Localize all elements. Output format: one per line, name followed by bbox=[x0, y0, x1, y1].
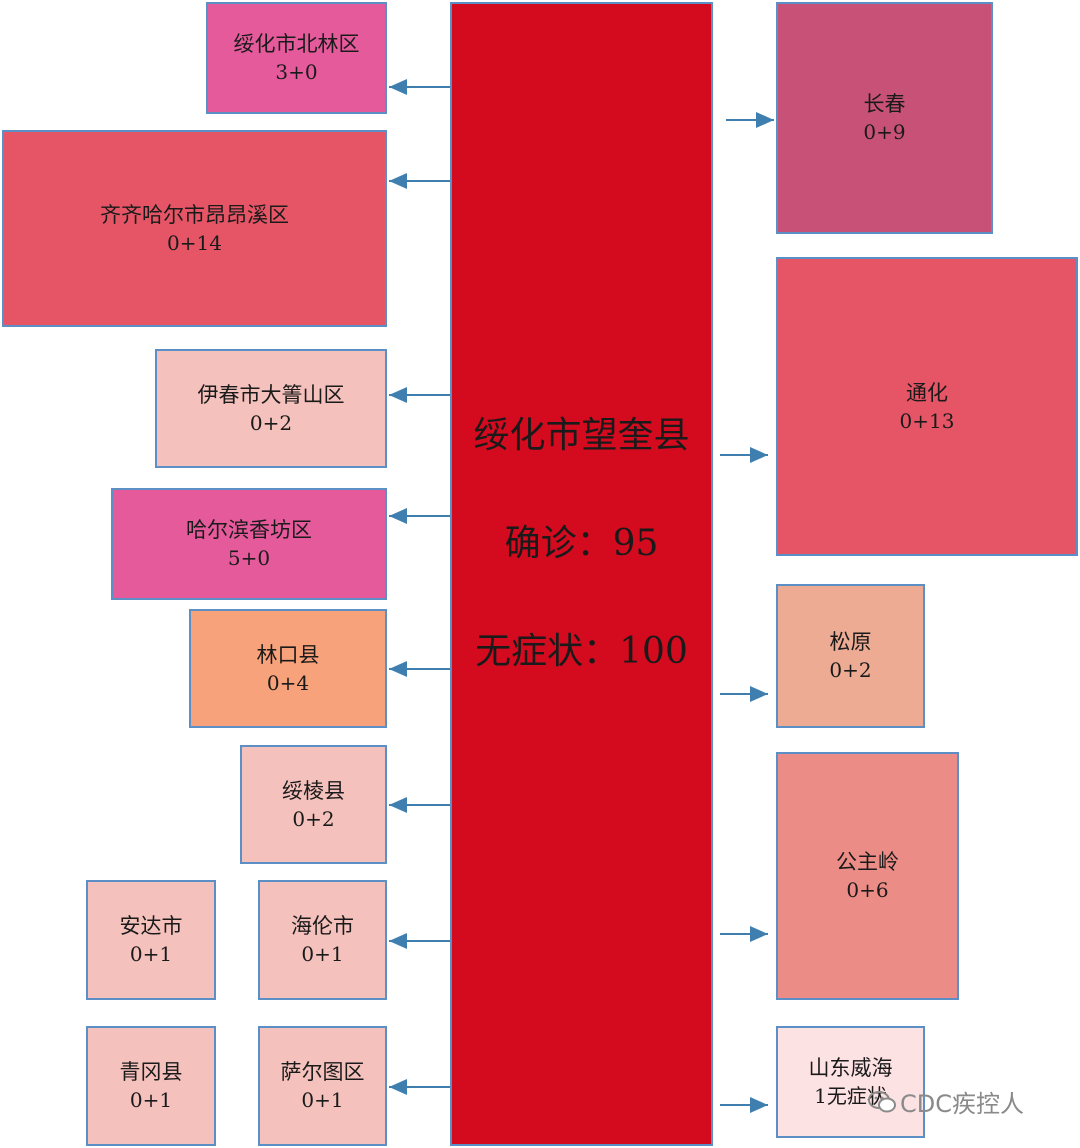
node-name: 海伦市 bbox=[291, 914, 354, 938]
node-name: 林口县 bbox=[256, 642, 320, 667]
wechat-icon bbox=[868, 1090, 896, 1114]
node-weihai: 山东威海 1无症状 bbox=[776, 1026, 925, 1138]
node-hailun: 海伦市 0+1 bbox=[258, 880, 387, 1000]
node-name: 通化 bbox=[906, 380, 948, 405]
node-count: 0+13 bbox=[899, 408, 955, 433]
node-count: 0+2 bbox=[829, 658, 872, 682]
center-asymptomatic: 无症状：100 bbox=[475, 631, 688, 672]
center-confirmed: 确诊：95 bbox=[504, 523, 659, 564]
node-name: 松原 bbox=[829, 630, 872, 654]
node-count: 0+14 bbox=[167, 230, 222, 255]
node-angangxi: 齐齐哈尔市昂昂溪区 0+14 bbox=[2, 130, 387, 327]
watermark: CDC疾控人 bbox=[868, 1084, 1024, 1119]
node-name: 伊春市大箐山区 bbox=[197, 382, 345, 407]
center-title: 绥化市望奎县 bbox=[473, 415, 690, 456]
node-count: 0+2 bbox=[249, 410, 293, 435]
node-beilin: 绥化市北林区 3+0 bbox=[206, 2, 387, 114]
node-count: 5+0 bbox=[227, 546, 271, 570]
node-linkou: 林口县 0+4 bbox=[189, 609, 387, 728]
node-count: 0+1 bbox=[301, 942, 344, 966]
node-name: 绥棱县 bbox=[282, 778, 345, 803]
node-count: 0+1 bbox=[301, 1088, 344, 1112]
node-qinggang: 青冈县 0+1 bbox=[86, 1026, 216, 1146]
node-count: 0+9 bbox=[863, 120, 906, 144]
node-name: 萨尔图区 bbox=[280, 1060, 365, 1084]
node-tonghua: 通化 0+13 bbox=[776, 257, 1078, 556]
node-count: 0+1 bbox=[129, 942, 173, 966]
node-name: 齐齐哈尔市昂昂溪区 bbox=[100, 202, 289, 227]
node-name: 山东威海 bbox=[808, 1056, 893, 1080]
node-count: 0+6 bbox=[846, 878, 889, 902]
node-dajingshan: 伊春市大箐山区 0+2 bbox=[155, 349, 387, 468]
node-anda: 安达市 0+1 bbox=[86, 880, 216, 1000]
node-gongzhuling: 公主岭 0+6 bbox=[776, 752, 959, 1000]
node-name: 长春 bbox=[863, 92, 906, 116]
node-xiangfang: 哈尔滨香坊区 5+0 bbox=[111, 488, 387, 600]
node-count: 1无症状 bbox=[814, 1084, 887, 1108]
node-name: 青冈县 bbox=[119, 1060, 183, 1084]
center-node-wangkui: 绥化市望奎县 确诊：95 无症状：100 bbox=[450, 2, 713, 1146]
node-name: 安达市 bbox=[119, 914, 183, 938]
watermark-text: CDC疾控人 bbox=[900, 1090, 1024, 1118]
node-count: 0+1 bbox=[129, 1088, 173, 1112]
node-changchun: 长春 0+9 bbox=[776, 2, 993, 234]
node-name: 公主岭 bbox=[836, 850, 899, 874]
node-count: 0+2 bbox=[292, 806, 335, 831]
node-saertu: 萨尔图区 0+1 bbox=[258, 1026, 387, 1146]
node-suileng: 绥棱县 0+2 bbox=[240, 745, 387, 864]
node-songyuan: 松原 0+2 bbox=[776, 584, 925, 728]
node-count: 0+4 bbox=[266, 670, 310, 695]
node-count: 3+0 bbox=[275, 60, 318, 84]
node-name: 绥化市北林区 bbox=[233, 32, 360, 56]
node-name: 哈尔滨香坊区 bbox=[186, 518, 312, 542]
